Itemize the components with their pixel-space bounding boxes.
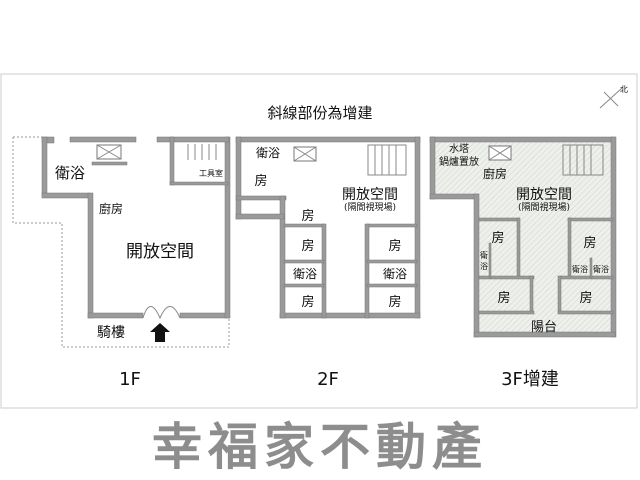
room-label: 廚房 (483, 166, 507, 181)
room-label: 房 (497, 290, 510, 306)
room-label: 房 (301, 238, 314, 254)
room-label: 浴 (480, 261, 488, 271)
room-label: 房 (491, 230, 504, 246)
room-label: 工具室 (199, 168, 223, 178)
room-note: (隔間視現場) (518, 201, 570, 213)
room-label: 衛浴 (593, 264, 609, 274)
room-label: 開放空間 (342, 187, 398, 203)
room-label: 房 (301, 294, 314, 310)
room-label: 衛 (480, 250, 488, 260)
entrance-arrow-icon (150, 323, 170, 342)
north-arrow-icon: 北 (599, 85, 628, 109)
room-label: 開放空間 (126, 242, 194, 262)
room-label: 陽台 (531, 320, 557, 335)
floor-label-3f: 3F增建 (501, 369, 559, 390)
room-label: 房 (583, 235, 596, 251)
floor-label-2f: 2F (317, 369, 339, 390)
room-label: 騎樓 (97, 325, 125, 341)
room-label: 房 (579, 290, 592, 306)
room-label: 開放空間 (516, 187, 572, 203)
floor-1f: 衛浴 廚房 開放空間 工具室 騎樓 (12, 136, 231, 348)
floor-3f: 水塔 鍋爐置放 廚房 開放空間 (隔間視現場) 房 衛 浴 房 衛浴 衛浴 房 … (429, 136, 617, 338)
north-label: 北 (620, 85, 628, 94)
room-label: 房 (301, 208, 314, 224)
floor-2f: 衛浴 房 開放空間 (隔間視現場) 房 房 房 衛浴 衛浴 房 房 (235, 136, 421, 319)
legend-note: 斜線部份為增建 (267, 104, 372, 122)
room-label: 衛浴 (256, 146, 280, 160)
room-label: 衛浴 (383, 267, 407, 281)
room-label: 衛浴 (293, 267, 317, 281)
room-label: 衛浴 (55, 164, 85, 182)
room-label: 房 (388, 294, 401, 310)
room-label: 廚房 (99, 201, 123, 216)
room-label: 鍋爐置放 (439, 155, 479, 168)
room-label: 房 (388, 238, 401, 254)
floor-label-1f: 1F (119, 369, 141, 390)
watermark: 幸福家不動產 (152, 418, 488, 476)
room-label: 水塔 (449, 142, 469, 155)
room-label: 房 (254, 173, 267, 189)
room-label: 衛浴 (572, 264, 588, 274)
room-note: (隔間視現場) (344, 201, 396, 213)
